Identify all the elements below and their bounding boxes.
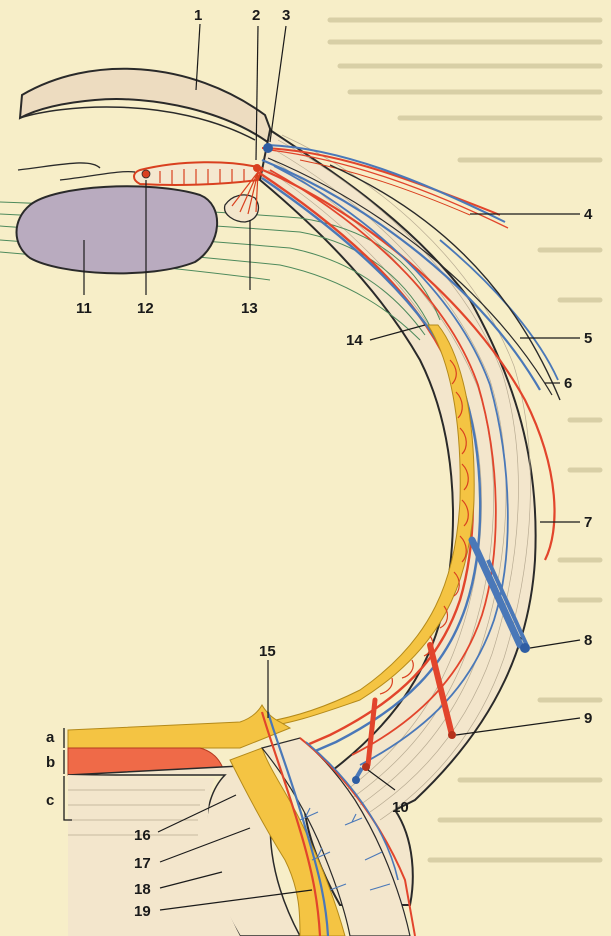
label-8: 8 — [584, 632, 592, 649]
label-c: c — [46, 792, 54, 809]
label-10: 10 — [392, 799, 409, 816]
anterior-chamber-line — [18, 163, 100, 170]
label-6: 6 — [564, 375, 572, 392]
label-2: 2 — [252, 7, 260, 24]
label-17: 17 — [134, 855, 151, 872]
lens — [17, 186, 218, 273]
label-11: 11 — [76, 300, 92, 317]
label-12: 12 — [137, 300, 154, 317]
label-13: 13 — [241, 300, 258, 317]
marker-dot-12 — [142, 170, 150, 178]
label-a: a — [46, 729, 55, 746]
label-3: 3 — [282, 7, 290, 24]
posterior-iris-line — [60, 172, 135, 180]
iris — [134, 162, 262, 185]
label-18: 18 — [134, 881, 151, 898]
label-4: 4 — [584, 206, 593, 223]
label-16: 16 — [134, 827, 151, 844]
label-9: 9 — [584, 710, 592, 727]
marker-dot-2 — [253, 164, 261, 172]
label-7: 7 — [584, 514, 592, 531]
label-b: b — [46, 754, 55, 771]
layer-a-retina — [68, 705, 290, 748]
marker-dot-3 — [263, 143, 273, 153]
label-1: 1 — [194, 7, 202, 24]
label-15: 15 — [259, 643, 276, 660]
label-14: 14 — [346, 332, 363, 349]
label-5: 5 — [584, 330, 592, 347]
label-19: 19 — [134, 903, 151, 920]
